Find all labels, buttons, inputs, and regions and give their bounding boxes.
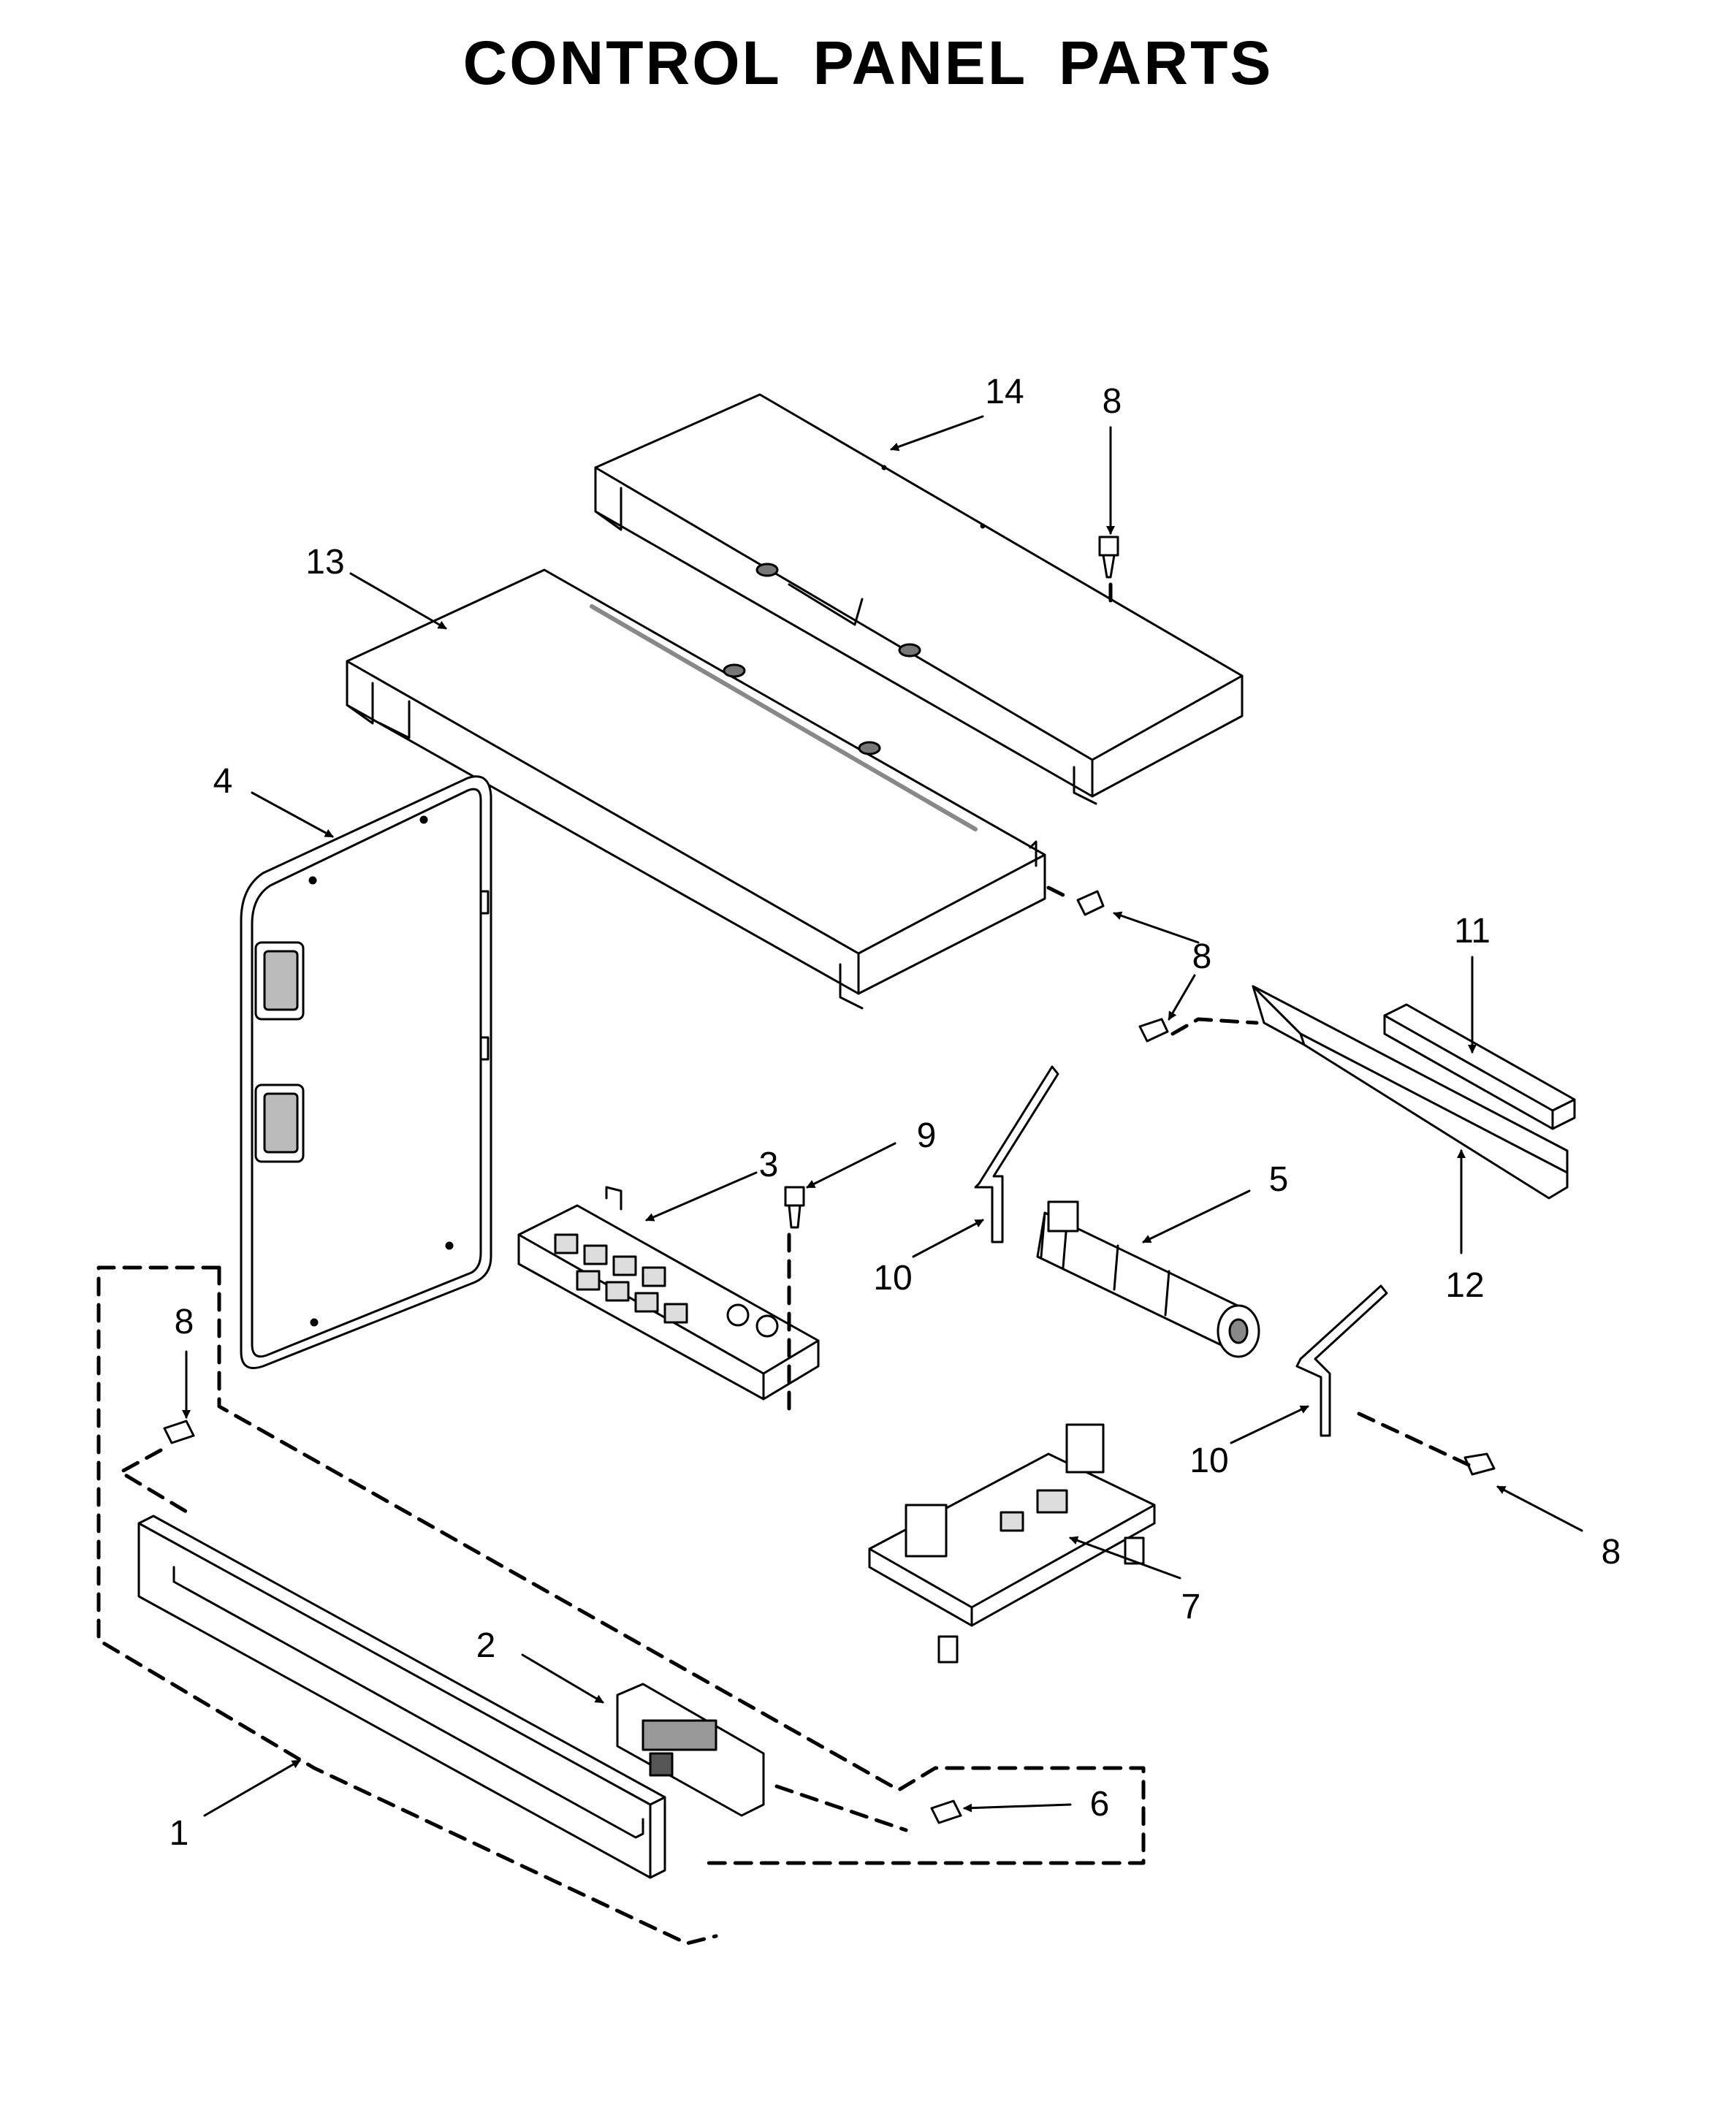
callout-3: 3 <box>759 1146 779 1184</box>
callout-13: 13 <box>305 543 344 582</box>
part-5-blower-fan <box>1036 1200 1260 1358</box>
callout-1: 1 <box>170 1814 189 1853</box>
part-14-top-cover <box>594 393 1244 805</box>
screw-9 <box>784 1186 805 1229</box>
screw-8-right <box>1463 1452 1496 1476</box>
part-10-mount-bracket-a <box>974 1065 1059 1243</box>
part-1-panel-trim <box>137 1515 666 1879</box>
callout-8-mid: 8 <box>1192 937 1212 976</box>
part-11-insulation-strip <box>1383 1003 1576 1130</box>
callout-10-lower: 10 <box>1189 1441 1228 1480</box>
part-12-bracket <box>1252 985 1569 1200</box>
diagram-title: CONTROL PANEL PARTS <box>462 28 1274 97</box>
callout-4: 4 <box>213 762 233 801</box>
callout-8-left: 8 <box>175 1303 194 1341</box>
part-2-display-board <box>616 1683 765 1817</box>
callout-2: 2 <box>476 1626 496 1665</box>
part-13-lower-cover <box>346 568 1046 1010</box>
callout-14: 14 <box>985 373 1024 411</box>
callout-7: 7 <box>1181 1588 1201 1626</box>
callout-10-upper: 10 <box>873 1259 912 1298</box>
callout-6: 6 <box>1090 1785 1110 1824</box>
callout-labels: 14 8 13 4 8 11 12 3 9 10 5 8 10 8 7 2 6 … <box>170 373 1621 1853</box>
screw-8-left <box>163 1420 195 1444</box>
callout-8-right: 8 <box>1602 1533 1621 1572</box>
callout-11: 11 <box>1454 912 1491 951</box>
callout-12: 12 <box>1445 1266 1484 1305</box>
screw-6 <box>930 1799 962 1824</box>
callout-8-top: 8 <box>1103 382 1122 421</box>
assembly-dashed-lines <box>96 582 1471 1946</box>
part-4-side-panel <box>240 775 492 1369</box>
screw-8-top <box>1098 536 1119 579</box>
screw-8-mid <box>1076 890 1105 916</box>
callout-arrows <box>182 415 1583 1817</box>
part-10-mount-bracket-b <box>1295 1284 1388 1437</box>
screw-8-side <box>1138 1018 1169 1043</box>
part-3-control-board <box>517 1186 820 1401</box>
part-7-relay-board <box>868 1423 1156 1664</box>
callout-9: 9 <box>917 1116 937 1155</box>
callout-5: 5 <box>1269 1160 1289 1199</box>
